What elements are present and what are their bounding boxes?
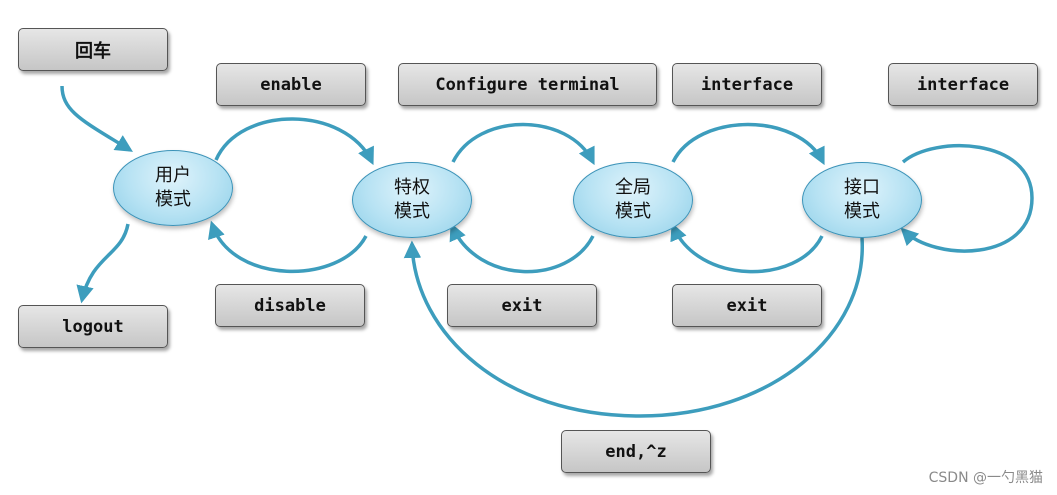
arrow-enable — [214, 117, 374, 166]
enter-key-label: 回车 — [18, 28, 168, 71]
interface-command-1: interface — [672, 63, 822, 106]
watermark: CSDN @一勺黑猫 — [928, 470, 1043, 486]
global-mode-node: 全局模式 — [573, 162, 693, 238]
arrow-end — [403, 237, 864, 418]
arrow-user-logout — [76, 223, 130, 304]
privileged-mode-line2: 模式 — [394, 201, 430, 222]
arrow-enter-to-user — [60, 85, 133, 152]
enable-command: enable — [216, 63, 366, 106]
global-mode-line2: 模式 — [615, 201, 651, 222]
privileged-mode-line1: 特权 — [394, 177, 430, 198]
arrow-disable — [208, 220, 368, 273]
logout-command: logout — [18, 305, 168, 348]
user-mode-line1: 用户 — [155, 165, 191, 186]
interface-command-2: interface — [888, 63, 1038, 106]
arrow-exit-interface — [670, 222, 824, 274]
arrow-exit-global — [449, 222, 595, 274]
user-mode-node: 用户模式 — [113, 150, 233, 226]
privileged-mode-node: 特权模式 — [352, 162, 472, 238]
interface-mode-node: 接口模式 — [802, 162, 922, 238]
configure-terminal-command: Configure terminal — [398, 63, 657, 106]
disable-command: disable — [215, 284, 365, 327]
arrow-configure-terminal — [451, 122, 595, 166]
user-mode-line2: 模式 — [155, 189, 191, 210]
exit-command-2: exit — [672, 284, 822, 327]
interface-mode-line2: 模式 — [844, 201, 880, 222]
arrow-interface — [671, 122, 825, 166]
end-command: end,^z — [561, 430, 711, 473]
global-mode-line1: 全局 — [615, 177, 651, 198]
interface-mode-line1: 接口 — [844, 177, 880, 198]
exit-command-1: exit — [447, 284, 597, 327]
arrow-interface-self — [900, 143, 1034, 253]
